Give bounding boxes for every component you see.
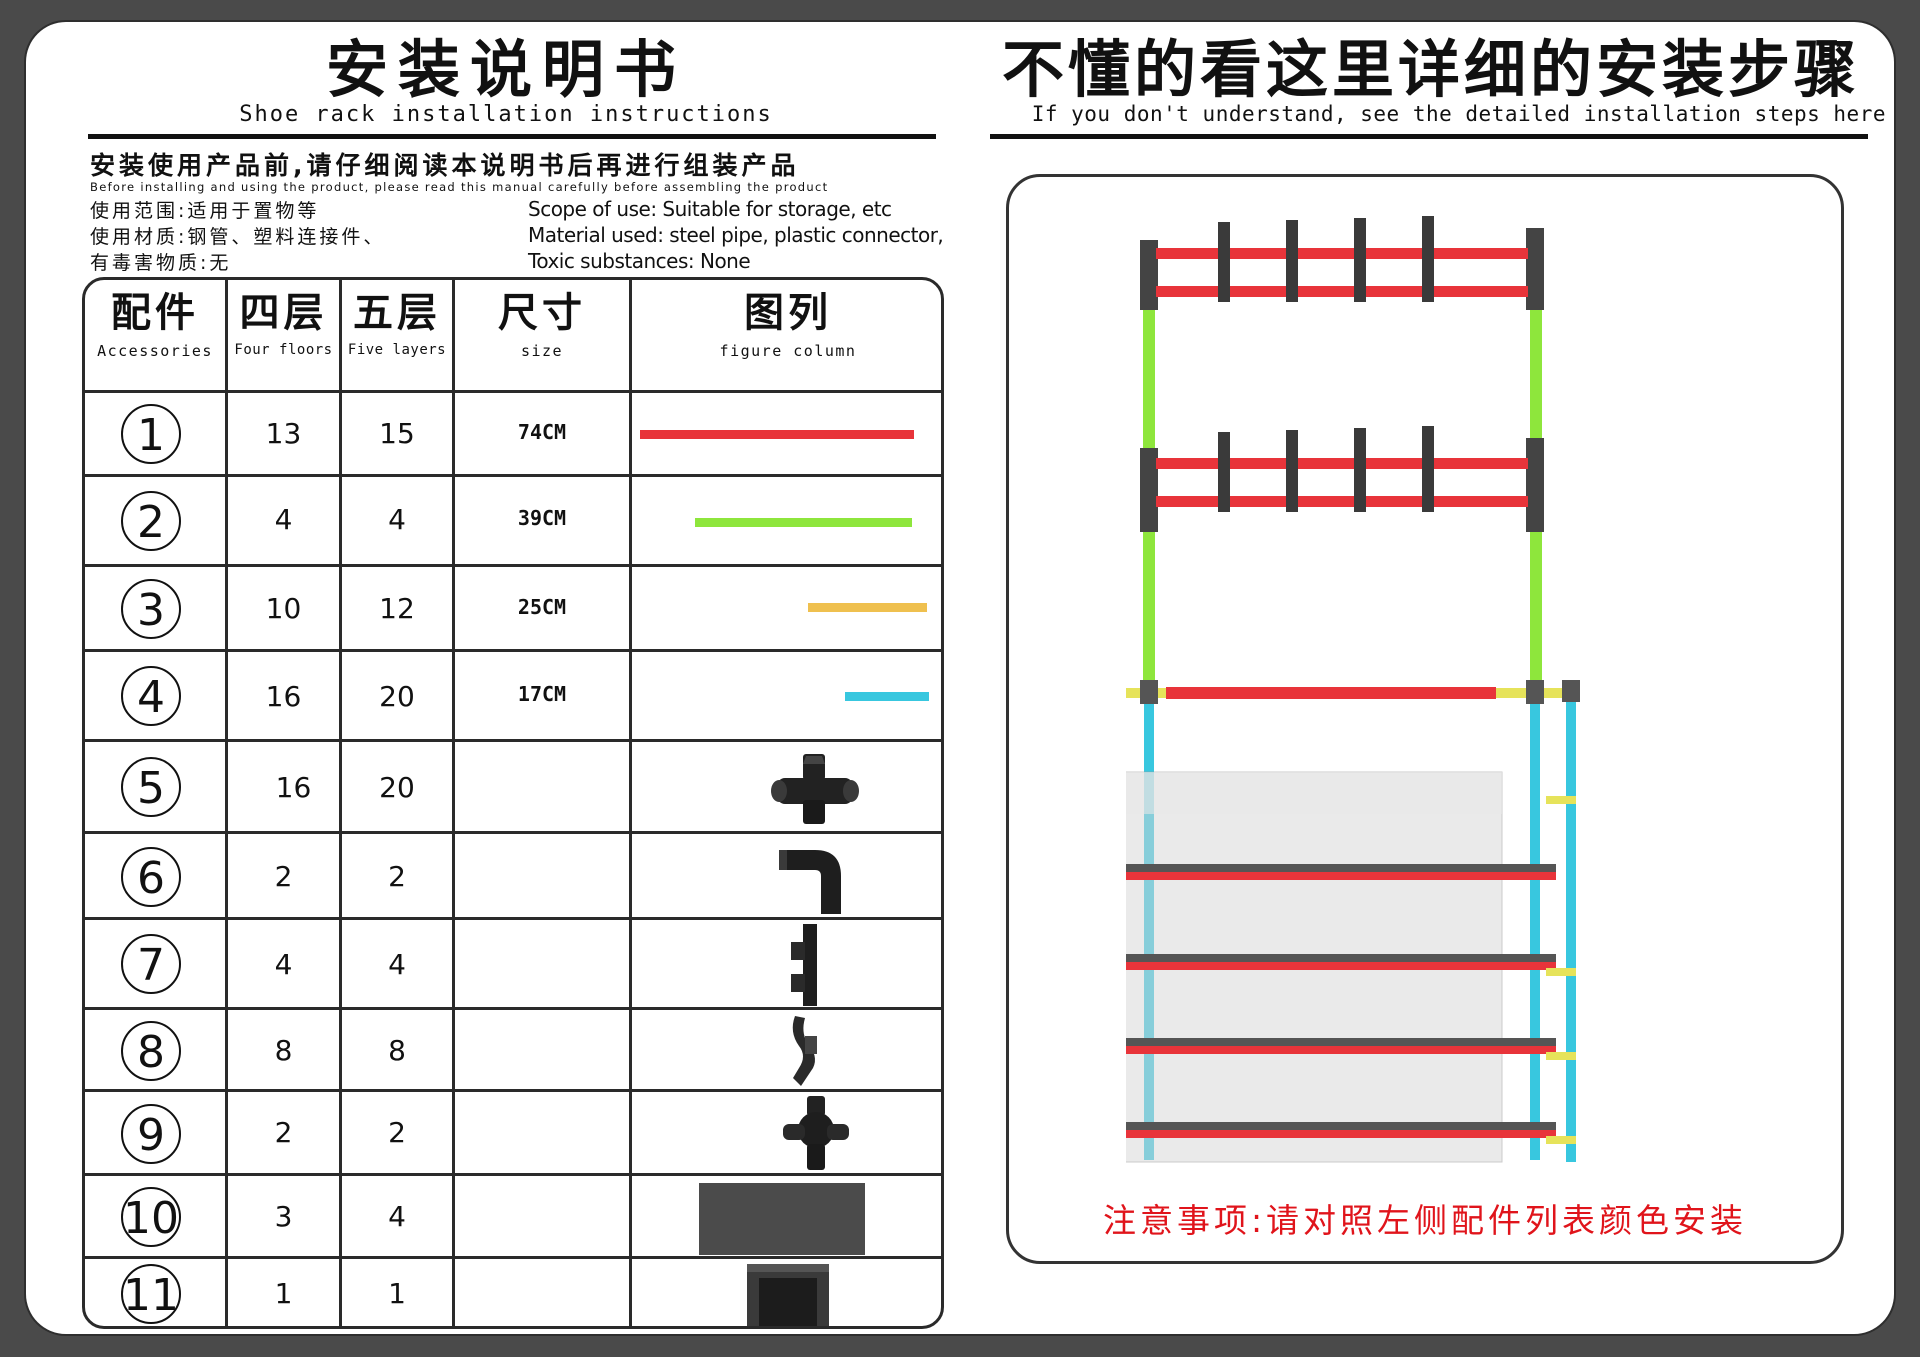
qty-four: 8: [274, 1034, 293, 1067]
cyan-pipe-icon: [845, 692, 929, 701]
qty-four: 1: [274, 1277, 293, 1310]
page-subtitle-right: If you don't understand, see the detaile…: [1031, 102, 1886, 126]
qty-five: 4: [388, 503, 406, 536]
scope-en: Scope of use: Suitable for storage, etc: [528, 197, 892, 221]
table-row: 5 16 20: [85, 742, 941, 834]
table-row: 3 10 12 25CM: [85, 567, 941, 652]
table-row: 1 13 15 74CM: [85, 393, 941, 477]
divider: [88, 134, 936, 139]
scope-cn: 使用范围:适用于置物等: [90, 200, 320, 222]
header-five-layers: 五层 Five layers: [347, 290, 447, 358]
table-row: 4 16 20 17CM: [85, 652, 941, 742]
shelves: [1126, 796, 1576, 1144]
header-size: 尺寸 size: [498, 290, 586, 360]
header-four-floors: 四层 Four floors: [234, 290, 333, 358]
part-number: 1: [121, 404, 181, 464]
qty-five: 20: [379, 680, 415, 713]
qty-four: 16: [275, 771, 312, 804]
coat-hanger-section: [1140, 216, 1544, 682]
install-note: 注意事项:请对照左侧配件列表颜色安装: [1102, 1201, 1748, 1240]
column-divider: [452, 280, 455, 1326]
part-number: 7: [121, 934, 181, 994]
qty-four: 16: [265, 680, 302, 713]
shoe-rack-illustration: [1126, 216, 1580, 1163]
shelf-cloth-icon: [699, 1183, 865, 1255]
qty-four: 13: [265, 417, 302, 450]
qty-five: 20: [379, 771, 415, 804]
qty-five: 15: [379, 417, 415, 450]
part-number: 2: [121, 491, 181, 551]
info-cn: 使用范围:适用于置物等 使用材质:钢管、塑料连接件、 有毒害物质:无: [90, 198, 385, 276]
qty-five: 12: [379, 592, 415, 625]
instruction-sheet: 安装说明书 Shoe rack installation instruction…: [26, 22, 1894, 1334]
part-number: 8: [121, 1021, 181, 1081]
size-value: 39CM: [517, 506, 567, 530]
yellow-pipe-icon: [808, 603, 927, 612]
qty-five: 2: [388, 1116, 406, 1149]
table-header-row: 配件 Accessories 四层 Four floors 五层 Five la…: [85, 280, 941, 393]
table-row: 10 3 4: [85, 1176, 941, 1259]
accessories-table: 配件 Accessories 四层 Four floors 五层 Five la…: [82, 277, 944, 1329]
info-en: Scope of use: Suitable for storage, etc …: [528, 196, 944, 274]
qty-five: 4: [388, 948, 406, 981]
page-title-left: 安装说明书: [325, 33, 686, 106]
part-number: 5: [121, 757, 181, 817]
qty-five: 1: [388, 1277, 406, 1310]
toxic-en: Toxic substances: None: [528, 249, 751, 273]
hook-icon: [792, 1016, 817, 1086]
size-value: 25CM: [517, 595, 567, 619]
four-way-connector-icon: [771, 754, 859, 824]
size-value: 74CM: [517, 420, 567, 444]
three-way-connector-icon: [783, 1096, 849, 1170]
part-number: 6: [121, 847, 181, 907]
notice-cn: 安装使用产品前,请仔细阅读本说明书后再进行组装产品: [90, 151, 800, 180]
qty-four: 2: [274, 1116, 293, 1149]
elbow-connector-icon: [779, 850, 841, 914]
qty-four: 3: [274, 1200, 293, 1233]
material-en: Material used: steel pipe, plastic conne…: [528, 223, 944, 247]
table-row: 9 2 2: [85, 1092, 941, 1176]
qty-four: 2: [274, 860, 293, 893]
qty-five: 2: [388, 860, 406, 893]
header-figure: 图列 figure column: [719, 290, 857, 360]
column-divider: [629, 280, 632, 1326]
page-title-right: 不懂的看这里详细的安装步骤: [1001, 33, 1860, 106]
table-row: 11 1 1: [85, 1259, 941, 1326]
green-pipe-icon: [695, 518, 912, 527]
dust-cover-icon: [747, 1264, 829, 1326]
table-row: 8 8 8: [85, 1010, 941, 1092]
part-number: 4: [121, 666, 181, 726]
column-divider: [225, 280, 228, 1326]
notice-en: Before installing and using the product,…: [90, 180, 829, 194]
page-subtitle-left: Shoe rack installation instructions: [239, 102, 773, 127]
qty-four: 4: [274, 503, 293, 536]
part-number: 9: [121, 1104, 181, 1164]
part-number: 3: [121, 579, 181, 639]
size-value: 17CM: [517, 682, 567, 706]
part-number: 11: [121, 1264, 181, 1324]
toxic-cn: 有毒害物质:无: [90, 252, 232, 274]
table-row: 2 4 4 39CM: [85, 477, 941, 567]
header-accessories: 配件 Accessories: [97, 290, 213, 360]
t-hook-connector-icon: [791, 924, 817, 1006]
part-number: 10: [121, 1187, 181, 1247]
divider: [990, 134, 1868, 139]
table-row: 6 2 2: [85, 834, 941, 920]
column-divider: [339, 280, 342, 1326]
qty-five: 4: [388, 1200, 406, 1233]
qty-five: 8: [388, 1034, 406, 1067]
material-cn: 使用材质:钢管、塑料连接件、: [90, 226, 386, 248]
table-row: 7 4 4: [85, 920, 941, 1010]
illustration-panel: [1006, 174, 1844, 1264]
qty-four: 4: [274, 948, 293, 981]
qty-four: 10: [265, 592, 302, 625]
red-pipe-icon: [640, 430, 914, 439]
